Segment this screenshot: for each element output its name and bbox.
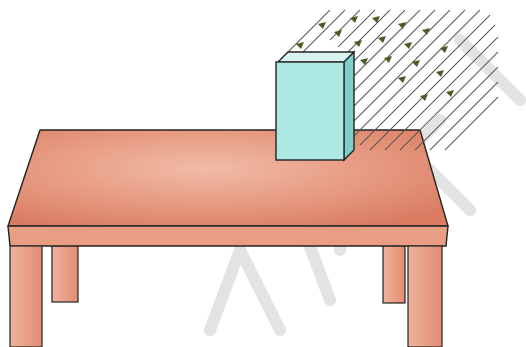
table-front-left-leg [10, 246, 42, 347]
table-top-edge [8, 226, 448, 246]
table-top [8, 130, 448, 226]
arrow-icon [412, 60, 420, 67]
arrow-icon [404, 42, 412, 49]
block-top [278, 52, 354, 62]
block-side [344, 52, 354, 160]
arrow-icon [378, 36, 386, 43]
arrow-icon [420, 94, 428, 101]
arrow-icon [446, 90, 454, 97]
arrow-icon [354, 40, 362, 47]
arrow-icon [372, 16, 380, 23]
arrow-icon [334, 30, 342, 37]
arrow-icon [398, 76, 406, 83]
table [8, 130, 448, 347]
arrow-icon [360, 58, 368, 65]
block [276, 52, 354, 160]
table-front-right-leg [408, 246, 442, 347]
block-front [276, 62, 344, 160]
arrow-icon [436, 70, 444, 77]
arrow-icon [318, 22, 326, 29]
